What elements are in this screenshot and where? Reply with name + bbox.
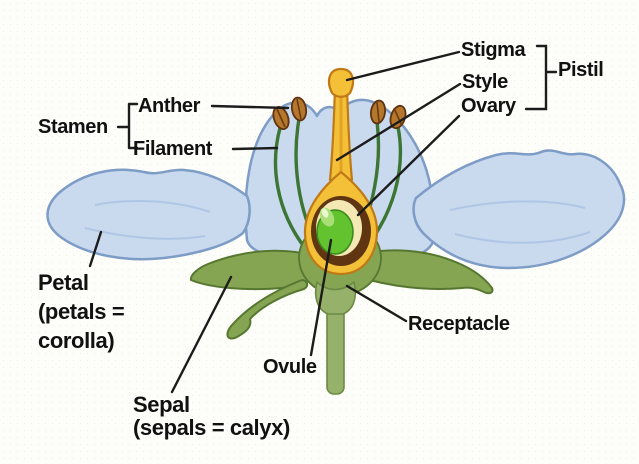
petal-label-line2: (petals = [38, 299, 125, 324]
filament-pointer-line [231, 146, 279, 151]
stigma-shape [327, 67, 355, 98]
receptacle-label: Receptacle [408, 313, 510, 335]
petal-label: Petal (petals = corolla) [38, 268, 125, 355]
ovule-label: Ovule [263, 356, 317, 378]
ovule-gleam [321, 208, 329, 218]
style-label: Style [462, 71, 508, 93]
stigma-label: Stigma [461, 39, 526, 61]
petal-left-shape [46, 168, 251, 261]
anthers-group [272, 96, 407, 130]
pistil-group-label: Pistil [558, 59, 604, 81]
anther-grooves [276, 98, 403, 128]
sepal-label-line2: (sepals = calyx) [133, 415, 290, 440]
filament-label: Filament [133, 138, 213, 160]
receptacle-pointer-line [345, 284, 408, 323]
petal-right-shading [449, 200, 591, 244]
anther-pointer-line [210, 104, 290, 110]
sepal-pointer-line [170, 275, 233, 394]
sepal-label: Sepal (sepals = calyx) [133, 393, 290, 439]
petal-label-line1: Petal [38, 270, 89, 295]
petal-right-shape [412, 149, 626, 270]
pistil-bracket [524, 44, 558, 111]
ovary-label: Ovary [461, 95, 516, 117]
stamen-bracket [116, 102, 139, 150]
sepal-label-line1: Sepal [133, 392, 190, 417]
ovary-pointer-line [356, 114, 461, 217]
sepal-left-drooping-shape [226, 279, 309, 340]
petal-label-line3: corolla) [38, 328, 115, 353]
receptacle-shape [314, 281, 357, 315]
ovule-pointer-line [309, 238, 333, 357]
petal-left-shading [84, 199, 211, 240]
petal-pointer-line [88, 230, 103, 268]
pointer-lines [88, 44, 558, 394]
style-pointer-line [335, 82, 462, 162]
stamen-group-label: Stamen [38, 116, 108, 138]
filament-1-shape [273, 126, 307, 250]
anther-label: Anther [138, 95, 201, 117]
stigma-pointer-line [345, 50, 461, 82]
